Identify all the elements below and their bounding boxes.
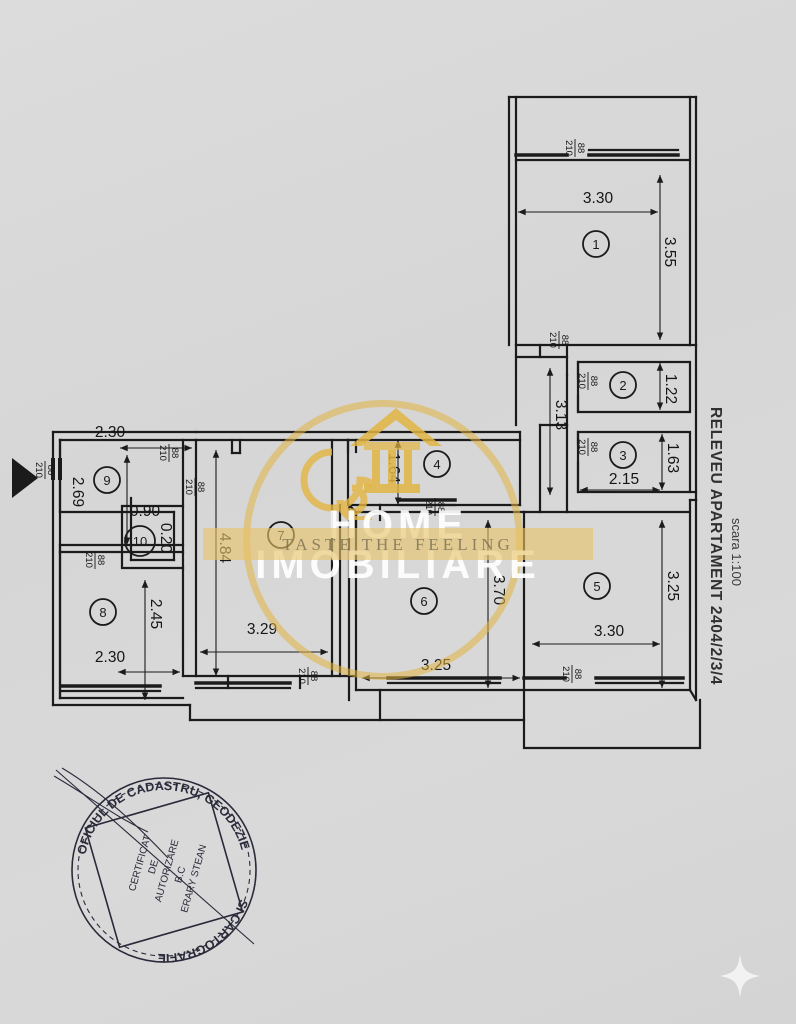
- dimension-label: 3.25: [421, 657, 451, 674]
- dimension-label: 2.30: [95, 649, 126, 666]
- svg-text:210: 210: [423, 499, 434, 515]
- svg-text:88: 88: [588, 376, 599, 387]
- dimension-label: 2.15: [609, 471, 639, 488]
- room-marker-circle: [124, 525, 156, 557]
- svg-text:88: 88: [572, 669, 583, 680]
- dimension-label: 0.90: [130, 503, 161, 520]
- svg-text:88: 88: [559, 335, 570, 346]
- dimension-label: 2.45: [147, 599, 164, 629]
- room-number-5: 5: [593, 579, 600, 594]
- room-marker-circle: [89, 598, 117, 626]
- room-number-10: 10: [133, 534, 147, 549]
- room-marker-circle: [609, 371, 637, 399]
- room-marker-circle: [410, 587, 438, 615]
- svg-text:210: 210: [183, 479, 194, 495]
- dimension-label: 4.84: [216, 533, 233, 564]
- svg-text:88: 88: [435, 502, 446, 513]
- svg-text:88: 88: [169, 448, 180, 459]
- dimension-label: 1.63: [664, 443, 681, 473]
- plan-scale: scara 1:100: [729, 518, 744, 586]
- svg-text:210: 210: [576, 439, 587, 455]
- svg-text:210: 210: [157, 445, 168, 461]
- dimension-label: 3.29: [247, 621, 277, 638]
- svg-text:88: 88: [45, 465, 56, 476]
- svg-text:210: 210: [547, 332, 558, 348]
- svg-text:88: 88: [95, 555, 106, 566]
- room-number-8: 8: [99, 605, 106, 620]
- room-marker-circle: [93, 466, 121, 494]
- svg-text:88: 88: [195, 482, 206, 493]
- svg-text:210: 210: [576, 373, 587, 389]
- sparkle-icon: [720, 954, 760, 998]
- svg-text:210: 210: [560, 666, 571, 682]
- room-number-9: 9: [103, 473, 110, 488]
- dimension-label: 1.64: [385, 453, 402, 484]
- room-number-7: 7: [277, 528, 284, 543]
- stamp-inner-line: DE: [147, 859, 161, 876]
- entrance-direction-arrow: [12, 458, 38, 498]
- dimension-label: 3.13: [552, 400, 569, 430]
- dimension-label: 3.25: [664, 571, 681, 601]
- room-marker-circle: [582, 230, 610, 258]
- official-stamp: OFICIUL DE CADASTRU, GEODEZIE SI CARTOGR…: [53, 767, 257, 965]
- svg-text:88: 88: [588, 442, 599, 453]
- dimension-label: 3.30: [583, 190, 614, 207]
- svg-text:210: 210: [563, 140, 574, 156]
- dimension-label: 3.55: [661, 237, 678, 267]
- stamp-outer-top: OFICIUL DE CADASTRU, GEODEZIE: [75, 779, 253, 856]
- svg-text:210: 210: [83, 552, 94, 568]
- room-marker-circle: [583, 572, 611, 600]
- dimension-label: 3.70: [490, 575, 507, 606]
- room-number-6: 6: [420, 594, 427, 609]
- room-number-2: 2: [619, 378, 626, 393]
- svg-text:210: 210: [33, 462, 44, 478]
- plan-title: RELEVEU APARTAMENT 2404/2/3/4: [707, 407, 724, 686]
- room-number-3: 3: [619, 448, 626, 463]
- stamp-inner-line: B.C: [173, 865, 188, 884]
- room-marker-circle: [423, 450, 451, 478]
- room-number-4: 4: [433, 457, 440, 472]
- room-marker-circle: [609, 441, 637, 469]
- dimension-label: 2.30: [95, 424, 126, 441]
- svg-text:210: 210: [296, 668, 307, 684]
- dimension-label: 2.69: [69, 477, 86, 507]
- dimension-label: 3.30: [594, 623, 625, 640]
- dimension-label: 1.22: [662, 374, 679, 404]
- stamp-outer-bottom: SI CARTOGRAFIE: [157, 898, 250, 965]
- svg-text:88: 88: [575, 143, 586, 154]
- dimension-label: 0.20: [157, 523, 174, 554]
- svg-text:88: 88: [308, 671, 319, 682]
- room-number-1: 1: [592, 237, 599, 252]
